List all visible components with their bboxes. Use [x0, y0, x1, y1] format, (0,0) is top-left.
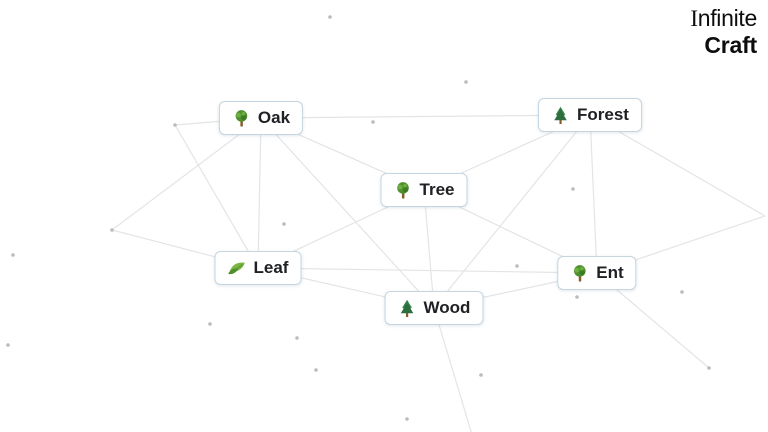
edge-oak-leaf — [257, 117, 262, 269]
edge-leaf-ent — [257, 267, 598, 274]
element-node-ent[interactable]: Ent — [557, 256, 637, 290]
deciduous-tree-icon — [232, 109, 251, 128]
edge-forest-wood — [433, 114, 591, 309]
app-logo-line1: Infinite — [690, 5, 757, 31]
element-node-wood[interactable]: Wood — [384, 291, 484, 325]
deciduous-tree-icon — [570, 264, 589, 283]
background-dot — [479, 373, 483, 377]
background-dot — [110, 228, 114, 232]
background-dot — [405, 417, 409, 421]
background-dot — [314, 368, 318, 372]
element-label: Oak — [257, 108, 291, 127]
element-label: Tree — [419, 180, 455, 199]
background-dot — [464, 80, 468, 84]
edge-leaf-a1 — [174, 124, 259, 269]
deciduous-tree-icon — [394, 181, 413, 200]
element-node-tree[interactable]: Tree — [380, 173, 468, 207]
edge-oak-forest — [260, 114, 591, 119]
background-dot — [173, 123, 177, 127]
edge-oak-a2 — [111, 117, 262, 231]
background-dot — [208, 322, 212, 326]
app-logo-line2: Craft — [704, 31, 757, 58]
edge-wood-a5 — [433, 307, 472, 432]
background-dot — [371, 120, 375, 124]
element-label: Wood — [423, 298, 471, 317]
app-logo: Infinite Craft — [690, 5, 757, 58]
background-dot — [11, 253, 15, 257]
background-dot — [6, 343, 10, 347]
background-dot — [515, 264, 519, 268]
background-dot — [575, 295, 579, 299]
element-node-oak[interactable]: Oak — [218, 101, 304, 135]
evergreen-tree-icon — [551, 106, 570, 125]
background-dot — [680, 290, 684, 294]
leaf-icon — [228, 259, 247, 278]
background-dot — [707, 366, 711, 370]
element-node-forest[interactable]: Forest — [538, 98, 642, 132]
background-dot — [328, 15, 332, 19]
background-dot — [571, 187, 575, 191]
element-label: Leaf — [253, 258, 289, 277]
element-label: Ent — [596, 263, 624, 282]
edge-oak-wood — [260, 117, 435, 309]
background-dot — [282, 222, 286, 226]
edge-tree-wood — [423, 189, 435, 309]
element-label: Forest — [577, 105, 629, 124]
background-dot — [295, 336, 299, 340]
evergreen-tree-icon — [398, 299, 417, 318]
element-node-leaf[interactable]: Leaf — [214, 251, 302, 285]
edge-forest-ent — [589, 114, 598, 274]
